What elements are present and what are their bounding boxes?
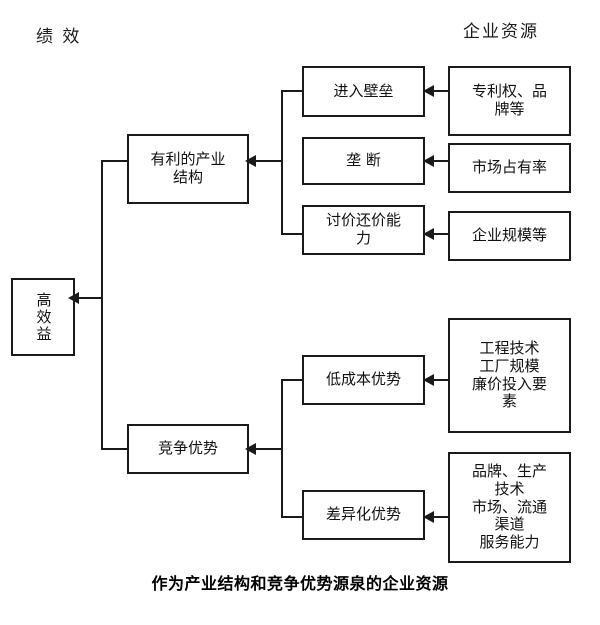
connector-left-bracket-vertical (101, 160, 103, 450)
node-patent-brand-label: 专利权、品 牌等 (471, 82, 547, 118)
connector-patent-to-entry-barrier (428, 90, 450, 92)
node-favorable-industry-structure-label: 有利的产业 结构 (150, 150, 226, 186)
connector-upper-bracket-to-structure (251, 160, 283, 162)
arrowhead-to-favorable-structure (245, 155, 256, 167)
node-enterprise-scale-label: 企业规模等 (471, 226, 547, 245)
node-engineering-scale-inputs-label: 工程技术 工厂规模 廉价投入要 素 (471, 339, 547, 411)
connector-brandtech-to-differentiation (428, 516, 450, 518)
node-patent-brand[interactable]: 专利权、品 牌等 (448, 66, 571, 136)
connector-left-bracket-to-high-benefit (77, 297, 102, 299)
arrowhead-to-entry-barrier (423, 85, 434, 97)
node-monopoly[interactable]: 垄 断 (302, 137, 425, 185)
node-differentiation-advantage[interactable]: 差异化优势 (302, 490, 425, 540)
node-brand-tech-channel-service[interactable]: 品牌、生产 技术 市场、流通 渠道 服务能力 (448, 452, 571, 563)
node-monopoly-label: 垄 断 (346, 151, 381, 170)
diagram-caption: 作为产业结构和竞争优势源泉的企业资源 (151, 574, 449, 593)
arrowhead-to-monopoly (423, 155, 434, 167)
node-low-cost-advantage[interactable]: 低成本优势 (302, 355, 425, 405)
connector-lower-bracket-to-competitive (251, 448, 283, 450)
node-market-share[interactable]: 市场占有率 (448, 143, 571, 193)
connector-upper-bracket-vertical (281, 90, 283, 235)
node-favorable-industry-structure[interactable]: 有利的产业 结构 (127, 134, 249, 204)
arrowhead-to-low-cost-advantage (423, 374, 434, 386)
node-high-benefit[interactable]: 高效益 (11, 278, 75, 356)
node-brand-tech-channel-service-label: 品牌、生产 技术 市场、流通 渠道 服务能力 (471, 462, 547, 552)
connector-left-bracket-top-stub (101, 160, 129, 162)
node-enterprise-scale[interactable]: 企业规模等 (448, 211, 571, 261)
node-high-benefit-label: 高效益 (34, 291, 53, 343)
arrowhead-to-high-benefit (68, 292, 79, 304)
connector-engineering-to-lowcost (428, 379, 450, 381)
column-header-enterprise-resources: 企业资源 (463, 22, 539, 42)
node-differentiation-advantage-label: 差异化优势 (325, 505, 401, 524)
node-competitive-advantage[interactable]: 竞争优势 (127, 424, 249, 474)
node-engineering-scale-inputs[interactable]: 工程技术 工厂规模 廉价投入要 素 (448, 318, 571, 433)
node-entry-barrier[interactable]: 进入壁垒 (302, 66, 425, 117)
arrowhead-to-bargaining-power (423, 228, 434, 240)
arrowhead-to-differentiation-advantage (423, 511, 434, 523)
connector-scale-to-bargaining (428, 233, 450, 235)
connector-left-bracket-bottom-stub (101, 448, 129, 450)
node-bargaining-power-label: 讨价还价能 力 (325, 211, 401, 247)
connector-lower-bracket-stub-differentiation (281, 516, 304, 518)
node-market-share-label: 市场占有率 (471, 158, 547, 177)
node-competitive-advantage-label: 竞争优势 (157, 439, 218, 458)
connector-upper-bracket-stub-bargaining (281, 233, 304, 235)
connector-marketshare-to-monopoly (428, 160, 450, 162)
column-header-performance: 绩 效 (36, 27, 82, 47)
connector-upper-bracket-stub-entry (281, 90, 304, 92)
arrowhead-to-competitive-advantage (245, 443, 256, 455)
connector-lower-bracket-stub-lowcost (281, 379, 304, 381)
node-low-cost-advantage-label: 低成本优势 (325, 370, 401, 389)
node-bargaining-power[interactable]: 讨价还价能 力 (302, 205, 425, 255)
node-entry-barrier-label: 进入壁垒 (333, 81, 394, 100)
